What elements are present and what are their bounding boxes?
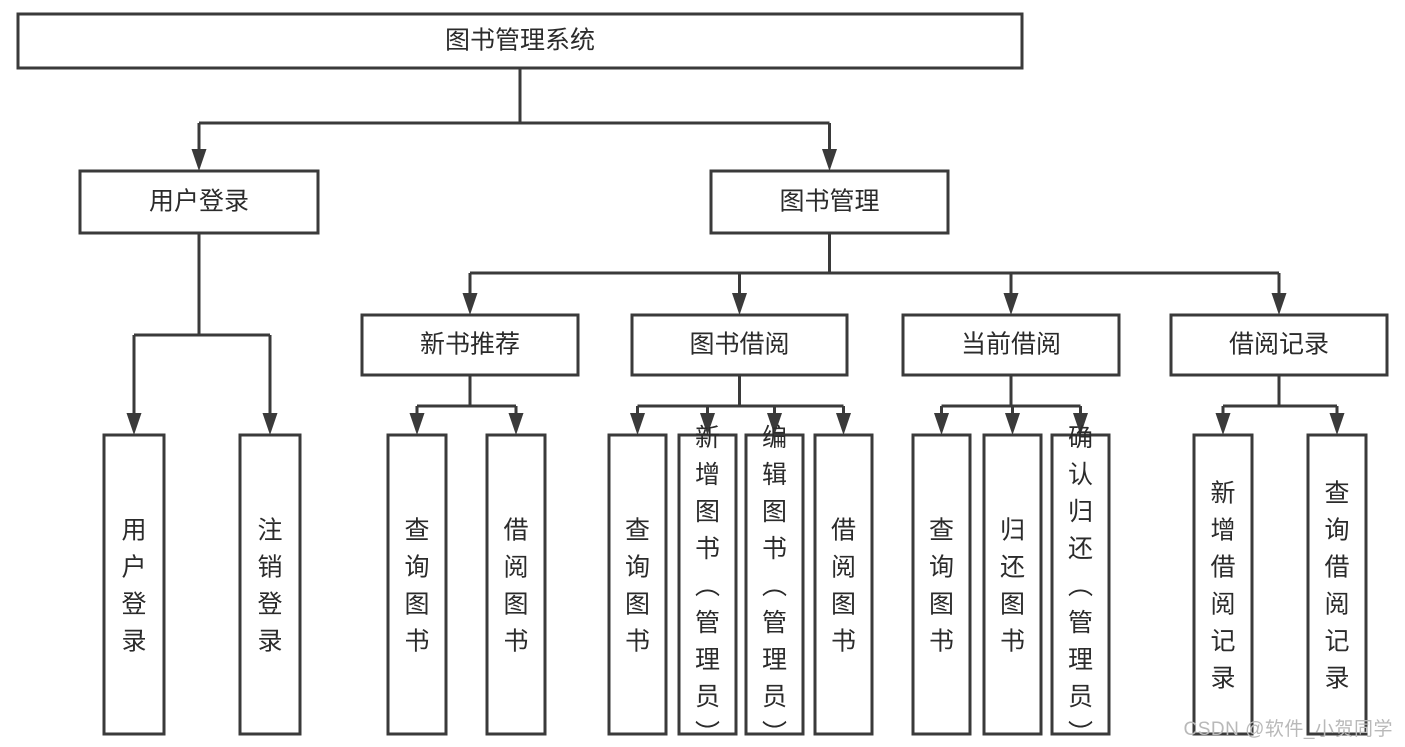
node-box-leaf-query-record[interactable] bbox=[1306, 433, 1368, 736]
node-box-current-borrow[interactable] bbox=[901, 313, 1121, 377]
node-label-leaf-user-login: 用户登录 bbox=[121, 517, 146, 656]
node-leaf-add-record[interactable]: 新增借阅记录 bbox=[1192, 433, 1254, 736]
node-leaf-add-book[interactable]: 新增图书︵管理员︶ bbox=[677, 424, 738, 747]
node-leaf-query-record[interactable]: 查询借阅记录 bbox=[1306, 433, 1368, 736]
node-label-leaf-query-book-1: 查询图书 bbox=[404, 517, 429, 656]
node-box-leaf-add-record[interactable] bbox=[1192, 433, 1254, 736]
edge-group-new-book-rec bbox=[409, 375, 524, 435]
node-current-borrow[interactable]: 当前借阅 bbox=[901, 313, 1121, 377]
node-box-leaf-borrow-book-1[interactable] bbox=[485, 433, 547, 736]
node-leaf-confirm-return[interactable]: 确认归还︵管理员︶ bbox=[1050, 424, 1111, 747]
node-box-new-book-rec[interactable] bbox=[360, 313, 580, 377]
node-label-borrow-record: 借阅记录 bbox=[1229, 331, 1329, 359]
node-box-book-manage[interactable] bbox=[709, 169, 950, 235]
node-box-leaf-query-book-1[interactable] bbox=[386, 433, 448, 736]
node-label-leaf-add-record: 新增借阅记录 bbox=[1210, 480, 1235, 693]
node-label-root: 图书管理系统 bbox=[445, 27, 595, 55]
edge-group-root bbox=[191, 68, 837, 171]
node-label-user-login: 用户登录 bbox=[149, 188, 249, 216]
node-leaf-query-book-1[interactable]: 查询图书 bbox=[386, 433, 448, 736]
node-label-leaf-borrow-book-1: 借阅图书 bbox=[503, 517, 528, 656]
node-box-leaf-logout[interactable] bbox=[238, 433, 302, 736]
node-book-borrow[interactable]: 图书借阅 bbox=[630, 313, 849, 377]
node-box-book-borrow[interactable] bbox=[630, 313, 849, 377]
edge-group-book-borrow bbox=[630, 375, 851, 435]
node-box-user-login[interactable] bbox=[78, 169, 320, 235]
node-label-leaf-query-book-3: 查询图书 bbox=[929, 517, 954, 656]
node-leaf-edit-book[interactable]: 编辑图书︵管理员︶ bbox=[744, 424, 805, 747]
node-box-root[interactable] bbox=[16, 12, 1024, 70]
node-new-book-rec[interactable]: 新书推荐 bbox=[360, 313, 580, 377]
node-label-book-manage: 图书管理 bbox=[779, 188, 879, 216]
node-box-leaf-query-book-3[interactable] bbox=[911, 433, 972, 736]
node-box-leaf-confirm-return[interactable] bbox=[1050, 433, 1111, 736]
node-label-leaf-add-book: 新增图书︵管理员︶ bbox=[695, 424, 720, 747]
edge-group-user-login bbox=[126, 233, 278, 435]
node-label-new-book-rec: 新书推荐 bbox=[420, 331, 520, 359]
node-label-leaf-query-book-2: 查询图书 bbox=[625, 517, 650, 656]
node-leaf-query-book-2[interactable]: 查询图书 bbox=[607, 433, 668, 736]
node-box-leaf-edit-book[interactable] bbox=[744, 433, 805, 736]
node-label-leaf-borrow-book-2: 借阅图书 bbox=[831, 517, 856, 656]
node-box-leaf-add-book[interactable] bbox=[677, 433, 738, 736]
node-leaf-return-book[interactable]: 归还图书 bbox=[982, 433, 1043, 736]
node-label-leaf-edit-book: 编辑图书︵管理员︶ bbox=[762, 424, 787, 747]
node-layer: 图书管理系统用户登录图书管理新书推荐图书借阅当前借阅借阅记录用户登录注销登录查询… bbox=[16, 12, 1389, 747]
node-label-leaf-return-book: 归还图书 bbox=[1000, 517, 1025, 656]
node-box-leaf-query-book-2[interactable] bbox=[607, 433, 668, 736]
node-label-book-borrow: 图书借阅 bbox=[689, 331, 789, 359]
node-box-leaf-borrow-book-2[interactable] bbox=[813, 433, 874, 736]
edge-group-borrow-record bbox=[1215, 375, 1345, 435]
node-leaf-logout[interactable]: 注销登录 bbox=[238, 433, 302, 736]
node-box-leaf-return-book[interactable] bbox=[982, 433, 1043, 736]
node-root[interactable]: 图书管理系统 bbox=[16, 12, 1024, 70]
edge-group-book-manage bbox=[462, 233, 1287, 315]
node-borrow-record[interactable]: 借阅记录 bbox=[1169, 313, 1389, 377]
edge-layer bbox=[126, 68, 1345, 435]
node-label-leaf-logout: 注销登录 bbox=[257, 517, 282, 656]
node-leaf-user-login[interactable]: 用户登录 bbox=[102, 433, 166, 736]
edge-group-current-borrow bbox=[934, 375, 1088, 435]
node-leaf-borrow-book-1[interactable]: 借阅图书 bbox=[485, 433, 547, 736]
node-label-leaf-query-record: 查询借阅记录 bbox=[1324, 480, 1349, 693]
node-user-login[interactable]: 用户登录 bbox=[78, 169, 320, 235]
node-label-leaf-confirm-return: 确认归还︵管理员︶ bbox=[1068, 424, 1093, 747]
node-box-leaf-user-login[interactable] bbox=[102, 433, 166, 736]
node-book-manage[interactable]: 图书管理 bbox=[709, 169, 950, 235]
node-leaf-borrow-book-2[interactable]: 借阅图书 bbox=[813, 433, 874, 736]
node-leaf-query-book-3[interactable]: 查询图书 bbox=[911, 433, 972, 736]
node-label-current-borrow: 当前借阅 bbox=[961, 331, 1061, 359]
node-box-borrow-record[interactable] bbox=[1169, 313, 1389, 377]
